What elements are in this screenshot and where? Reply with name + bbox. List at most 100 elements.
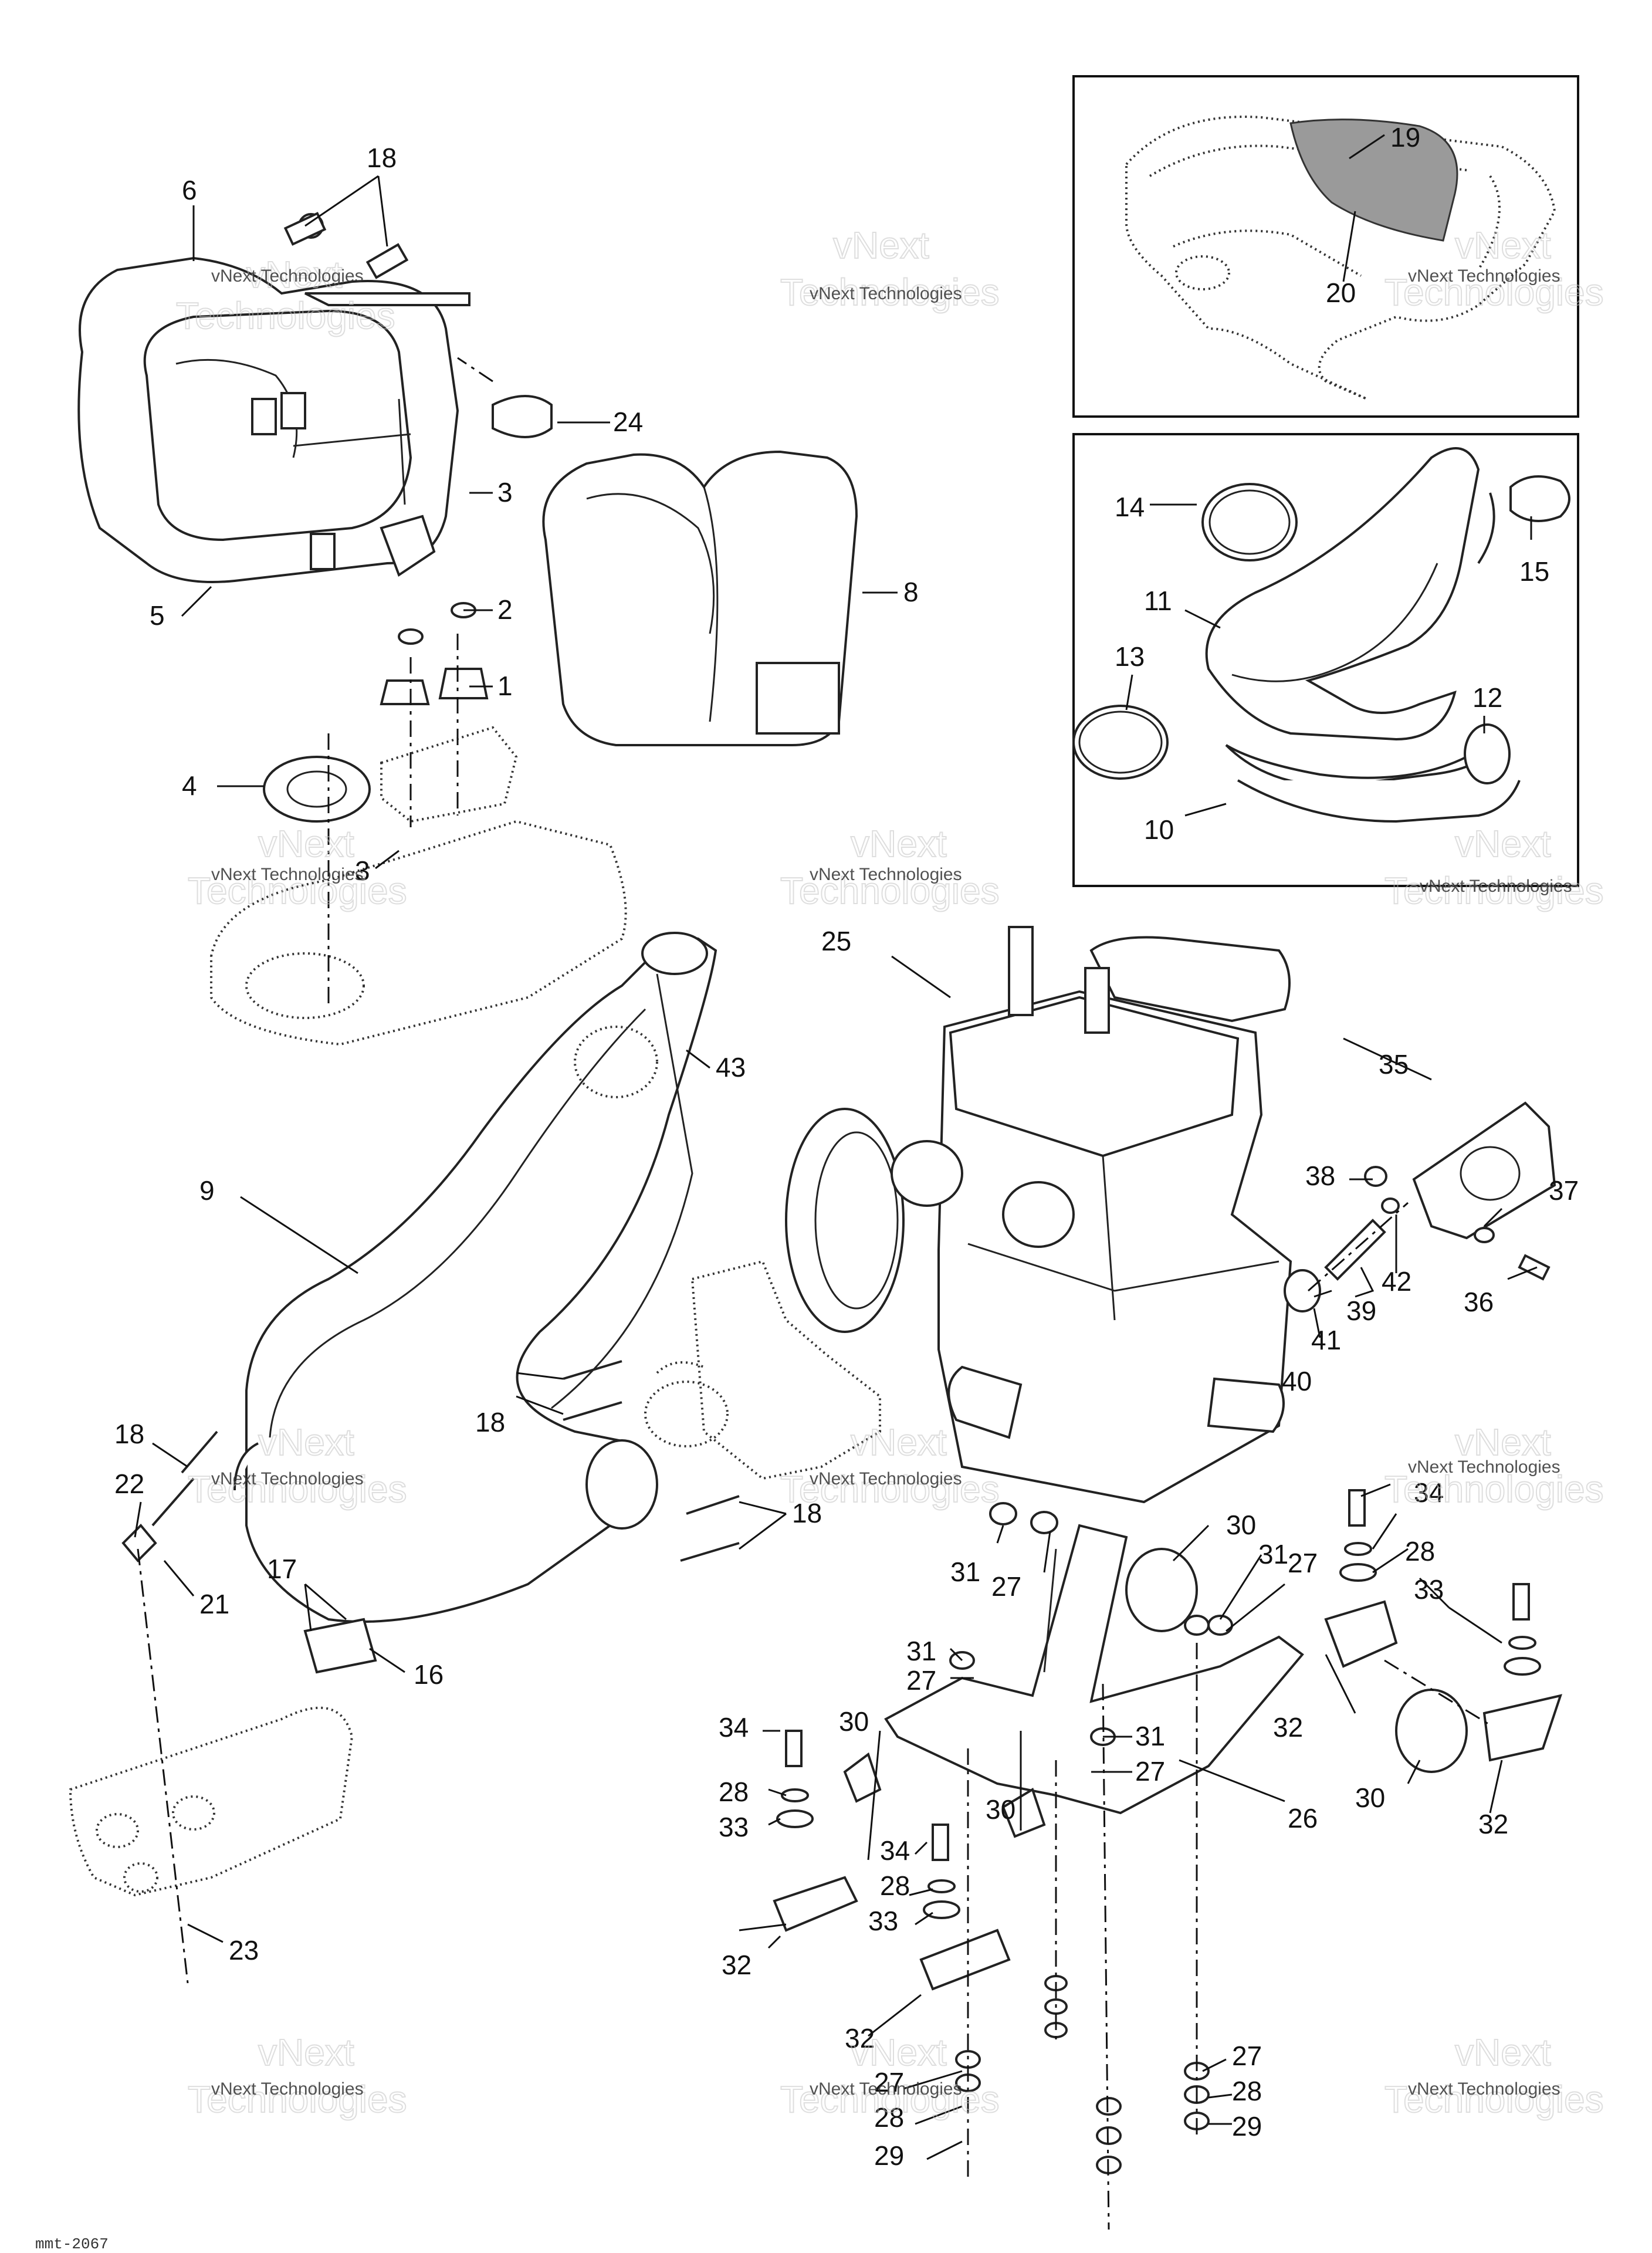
footer-code: mmt-2067: [35, 2235, 109, 2253]
label-17: 17: [267, 1554, 297, 1584]
label-12: 12: [1472, 682, 1502, 713]
label-18-right: 18: [792, 1498, 822, 1528]
svg-text:vNext Technologies: vNext Technologies: [211, 2079, 364, 2099]
label-42: 42: [1382, 1266, 1411, 1297]
svg-text:vNext: vNext: [851, 823, 947, 865]
svg-text:vNext: vNext: [246, 253, 343, 296]
label-29-bottom-left: 29: [874, 2140, 904, 2171]
svg-text:vNext Technologies: vNext Technologies: [211, 1469, 364, 1489]
label-29-bottom-right: 29: [1232, 2111, 1262, 2142]
svg-text:vNext Technologies: vNext Technologies: [810, 1469, 962, 1489]
label-23: 23: [229, 1935, 259, 1966]
label-41: 41: [1311, 1325, 1341, 1355]
label-14: 14: [1115, 492, 1145, 522]
label-26: 26: [1288, 1803, 1318, 1833]
tunnel-frame-drawing: [1125, 116, 1556, 400]
label-21: 21: [199, 1589, 229, 1619]
label-30-mid: 30: [986, 1794, 1015, 1825]
engine-drawing: [785, 926, 1292, 1504]
svg-text:Technologies: Technologies: [188, 870, 407, 912]
label-28-bottom-right: 28: [1232, 2076, 1262, 2106]
label-32-right-a: 32: [1273, 1712, 1303, 1743]
label-31-low: 31: [1135, 1721, 1165, 1751]
watermark-group: vNext Technologies vNext Technologies vN…: [175, 224, 1604, 2121]
label-38: 38: [1305, 1161, 1335, 1191]
label-34-left: 34: [719, 1712, 749, 1743]
label-30-left: 30: [839, 1706, 869, 1737]
label-36: 36: [1464, 1287, 1494, 1317]
label-34-right: 34: [1414, 1477, 1444, 1508]
label-32-mid: 32: [845, 2023, 875, 2054]
svg-text:vNext Technologies: vNext Technologies: [211, 865, 364, 884]
grommet-15: [1509, 475, 1570, 522]
manifold-drawing: [644, 1260, 881, 1480]
label-27-top: 27: [1288, 1548, 1318, 1578]
label-27-mid: 27: [906, 1665, 936, 1696]
svg-text:vNext: vNext: [1455, 2031, 1551, 2073]
svg-text:vNext: vNext: [851, 1421, 947, 1463]
label-27-bottom-left: 27: [874, 2067, 904, 2098]
label-27-left: 27: [991, 1571, 1021, 1602]
label-13: 13: [1115, 641, 1145, 672]
svg-text:Technologies: Technologies: [780, 2078, 1000, 2120]
label-30-top: 30: [1226, 1510, 1256, 1540]
label-18-top: 18: [367, 143, 397, 173]
label-32-left: 32: [722, 1950, 751, 1980]
plate-35-drawing: [1284, 1101, 1556, 1312]
mount-hardware-left: [210, 602, 627, 1046]
label-25: 25: [821, 926, 851, 956]
svg-text:vNext Technologies: vNext Technologies: [810, 2079, 962, 2099]
svg-text:vNext: vNext: [1455, 1421, 1551, 1463]
engine-support-drawing: [773, 1489, 1563, 2174]
svg-text:vNext: vNext: [1455, 224, 1551, 266]
svg-text:vNext Technologies: vNext Technologies: [1408, 266, 1560, 286]
svg-text:vNext: vNext: [258, 1421, 354, 1463]
svg-text:Technologies: Technologies: [188, 1468, 407, 1510]
label-9: 9: [199, 1175, 215, 1206]
svg-text:vNext: vNext: [851, 2031, 947, 2073]
svg-text:vNext Technologies: vNext Technologies: [810, 284, 962, 303]
label-27-bottom-right: 27: [1232, 2041, 1262, 2071]
label-34-mid: 34: [880, 1835, 910, 1866]
label-5: 5: [150, 600, 165, 631]
svg-text:Technologies: Technologies: [176, 295, 395, 337]
svg-text:vNext Technologies: vNext Technologies: [810, 865, 962, 884]
exhaust-pipe-drawing: [233, 932, 717, 1623]
clamp-13: [1072, 705, 1169, 780]
label-2: 2: [497, 594, 513, 625]
inset-box-exhaust-cover: [1072, 433, 1579, 887]
label-20: 20: [1326, 278, 1356, 308]
label-32-right-b: 32: [1478, 1809, 1508, 1839]
label-4: 4: [182, 770, 197, 801]
label-18-left: 18: [114, 1419, 144, 1449]
label-33-right: 33: [1414, 1574, 1444, 1605]
label-22: 22: [114, 1469, 144, 1499]
svg-text:vNext: vNext: [258, 823, 354, 865]
svg-text:vNext: vNext: [833, 224, 929, 266]
label-15: 15: [1519, 556, 1549, 587]
gasket-14: [1201, 483, 1298, 561]
part-labels: 6 18 24 3 2 1 5 4 3 8 9 43 25 19 20 14 1…: [114, 122, 1579, 2171]
inset-box-tunnel: [1072, 75, 1579, 418]
label-30-right: 30: [1355, 1782, 1385, 1813]
label-1: 1: [497, 671, 513, 701]
label-40: 40: [1282, 1366, 1312, 1396]
label-31-top: 31: [1258, 1539, 1288, 1569]
gasket-4: [263, 756, 371, 823]
label-19: 19: [1390, 122, 1420, 153]
svg-text:Technologies: Technologies: [1384, 271, 1604, 313]
svg-text:vNext Technologies: vNext Technologies: [1420, 877, 1572, 896]
svg-text:Technologies: Technologies: [780, 1468, 1000, 1510]
label-33-mid: 33: [868, 1906, 898, 1936]
svg-text:Technologies: Technologies: [1384, 2078, 1604, 2120]
label-3-top: 3: [497, 477, 513, 508]
svg-text:Technologies: Technologies: [1384, 870, 1604, 912]
svg-text:Technologies: Technologies: [780, 271, 1000, 313]
label-28-left: 28: [719, 1777, 749, 1807]
label-35: 35: [1379, 1049, 1409, 1080]
label-31-left: 31: [950, 1557, 980, 1587]
leader-lines: [134, 134, 1538, 2160]
label-28-mid: 28: [880, 1870, 910, 1901]
label-10: 10: [1144, 814, 1174, 845]
